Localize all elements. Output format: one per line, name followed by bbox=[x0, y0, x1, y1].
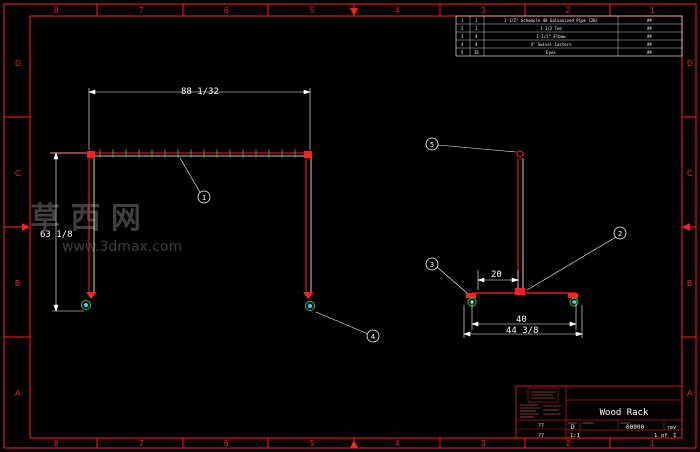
company-logo bbox=[527, 387, 559, 403]
elbow bbox=[304, 151, 312, 158]
bom-item: 3 bbox=[461, 34, 464, 39]
sheet-of: of bbox=[661, 433, 668, 439]
row-label-right: A bbox=[687, 389, 693, 398]
col-label-top: 2 bbox=[566, 6, 571, 15]
bom-item: 1 bbox=[461, 18, 464, 23]
bom-desc: 1-1/2 Tee bbox=[540, 26, 562, 31]
dim-side-overall bbox=[463, 305, 583, 338]
col-label-bottom: 4 bbox=[395, 439, 400, 448]
caster-wheel bbox=[81, 300, 91, 310]
sheet-total: 1 bbox=[673, 433, 676, 439]
title-block: Wood Rack D 00000 rev 1:1 1 of 1 ?? ?? bbox=[515, 385, 683, 439]
title-field-b: ?? bbox=[538, 433, 544, 439]
bom-desc: 4" Swivel Casters bbox=[531, 42, 573, 47]
bom-qty: 1 bbox=[475, 18, 478, 23]
bom-note: ## bbox=[647, 42, 652, 47]
drawing-title: Wood Rack bbox=[600, 408, 649, 418]
scale-value: 1:1 bbox=[570, 433, 580, 439]
bom-note: ## bbox=[647, 50, 652, 55]
size-value: D bbox=[571, 424, 575, 431]
dim-offset-label: 20 bbox=[491, 270, 502, 280]
elbow bbox=[466, 293, 476, 298]
bom-desc: 1-1/2" Elbow bbox=[537, 34, 566, 39]
col-label-bottom: 3 bbox=[481, 439, 486, 448]
col-label-top: 5 bbox=[310, 6, 315, 15]
bom-note: ## bbox=[647, 34, 652, 39]
caster-wheel bbox=[305, 301, 315, 311]
callout-number: 4 bbox=[371, 333, 375, 341]
col-label-top: 1 bbox=[650, 6, 655, 15]
bom-item: 5 bbox=[461, 50, 464, 55]
drawing-number: 00000 bbox=[626, 424, 644, 431]
caster-wheel bbox=[569, 297, 579, 307]
rev-label: rev bbox=[667, 425, 676, 431]
col-label-bottom: 8 bbox=[54, 439, 59, 448]
bom-note: ## bbox=[647, 18, 652, 23]
elbow bbox=[568, 293, 578, 298]
elbow bbox=[87, 151, 95, 158]
watermark-cn: 草 西 网 bbox=[30, 201, 141, 236]
dim-side-base bbox=[471, 300, 577, 330]
callout-balloon bbox=[425, 137, 439, 151]
callout-balloon bbox=[425, 257, 439, 271]
bom-table: 1 1 1-1/2" Schedule 40 Galvanized Pipe (… bbox=[455, 15, 683, 57]
bom-note: ## bbox=[647, 26, 652, 31]
bom-qty: 4 bbox=[475, 34, 478, 39]
col-label-bottom: 5 bbox=[310, 439, 315, 448]
row-label-right: C bbox=[687, 169, 693, 178]
watermark-url: www.3dmax.com bbox=[62, 239, 182, 255]
bom-qty: 16 bbox=[474, 50, 479, 55]
col-label-top: 8 bbox=[54, 6, 59, 15]
callout-balloon bbox=[613, 226, 627, 240]
col-label-top: 6 bbox=[224, 6, 229, 15]
callout-number: 2 bbox=[618, 230, 622, 238]
callout-number: 1 bbox=[202, 194, 206, 202]
callout-balloon bbox=[197, 190, 211, 204]
bom-qty: 4 bbox=[475, 42, 478, 47]
callout-number: 3 bbox=[430, 261, 434, 269]
dim-overall-label: 44 3/8 bbox=[506, 326, 539, 336]
bom-qty: 1 bbox=[475, 26, 478, 31]
col-label-bottom: 6 bbox=[224, 439, 229, 448]
dim-front-width bbox=[88, 88, 311, 150]
front-view: 88 1/32 63 1/8 1 4 bbox=[40, 87, 380, 343]
center-arrows bbox=[22, 8, 690, 448]
row-label-left: A bbox=[15, 389, 21, 398]
callout-number: 5 bbox=[430, 141, 434, 149]
callout-balloon bbox=[366, 329, 380, 343]
col-label-bottom: 2 bbox=[566, 439, 571, 448]
row-label-left: D bbox=[15, 59, 21, 68]
row-label-right: B bbox=[687, 279, 692, 288]
bom-desc: 1-1/2" Schedule 40 Galvanized Pipe (20) bbox=[504, 18, 598, 23]
col-label-top: 4 bbox=[395, 6, 400, 15]
bom-desc: Eyes bbox=[546, 50, 556, 55]
bom-item: 2 bbox=[461, 26, 464, 31]
dim-side-offset bbox=[477, 270, 519, 290]
row-label-left: B bbox=[15, 279, 20, 288]
row-label-right: D bbox=[687, 59, 693, 68]
sheet-number: 1 bbox=[654, 433, 657, 439]
side-view: 20 40 44 3/8 5 2 3 bbox=[425, 137, 627, 338]
watermark: 草 西 网 www.3dmax.com bbox=[30, 201, 182, 255]
tee-fitting bbox=[515, 288, 525, 295]
eye-hooks bbox=[99, 149, 296, 158]
dim-height-label: 63 1/8 bbox=[40, 230, 73, 240]
dim-base-label: 40 bbox=[516, 315, 527, 325]
col-label-bottom: 1 bbox=[650, 439, 655, 448]
dim-front-height bbox=[50, 152, 86, 312]
grid-labels: 8 7 6 5 4 3 2 1 8 7 6 5 4 3 2 1 D C B A … bbox=[15, 6, 693, 448]
col-label-top: 3 bbox=[481, 6, 486, 15]
title-field-a: ?? bbox=[538, 423, 544, 429]
col-label-bottom: 7 bbox=[139, 439, 144, 448]
row-label-left: C bbox=[15, 169, 21, 178]
bom-item: 4 bbox=[461, 42, 464, 47]
dim-width-label: 88 1/32 bbox=[181, 87, 219, 97]
col-label-top: 7 bbox=[139, 6, 144, 15]
fine-print bbox=[520, 391, 630, 424]
